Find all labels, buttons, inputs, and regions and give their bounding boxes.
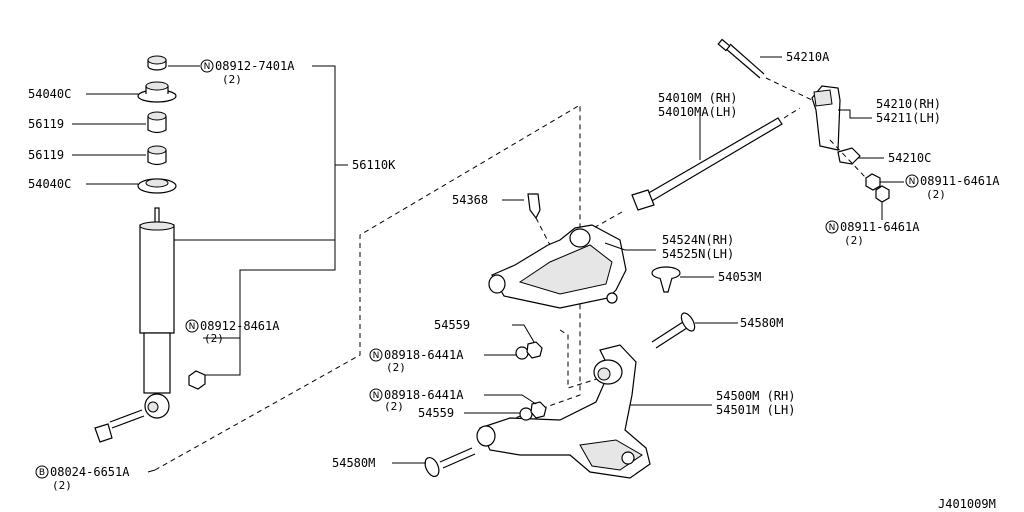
callout-08918-6441A-lower: N 08918-6441A (2) [369,388,464,413]
callout-08912-8461A: N 08912-8461A (2) [185,319,280,345]
quantity: (2) [204,332,224,345]
label-54368: 54368 [452,193,488,207]
part-number: 08024-6651A [50,465,130,479]
label-56119-lower: 56119 [28,148,64,162]
label-54210-rh: 54210(RH) [876,97,941,111]
part-number: 08912-7401A [215,59,295,73]
callout-08024-6651A: B 08024-6651A (2) [35,465,130,492]
quantity: (2) [926,188,946,201]
label-54559-lower: 54559 [418,406,454,420]
bushing-upper-part [147,111,167,134]
dashed-boundary [154,104,601,471]
mount-lower-part [137,178,177,194]
shock-absorber-part [139,207,175,419]
upper-arm-part [488,224,656,309]
shock-absorber-group [94,55,206,443]
callout-08918-6441A-upper: N 08918-6441A (2) [369,348,464,374]
diagram-id: J401009M [938,497,996,511]
label-54010MA-lh: 54010MA(LH) [658,105,737,119]
callout-prefix: N [373,391,380,401]
lower-bolt-part [94,409,145,443]
label-54211-lh: 54211(LH) [876,111,941,125]
lower-arm-part [476,344,712,479]
nut-washer-lower-part [464,394,547,421]
shock-leader-lines [72,65,348,376]
label-54525N-lh: 54525N(LH) [662,247,734,261]
part-number: 08912-8461A [200,319,280,333]
nut-washer-upper-part [484,324,543,360]
label-54559-upper: 54559 [434,318,470,332]
quantity: (2) [386,361,406,374]
bolt-54580M-lower-part [392,447,476,478]
label-54040C-upper: 54040C [28,87,71,101]
callout-prefix: N [373,351,380,361]
bolt-54580M-upper-part [651,312,738,349]
part-number: 08911-6461A [920,174,1000,188]
label-54580M-lower: 54580M [332,456,375,470]
callout-prefix: N [189,322,196,332]
callout-prefix: N [204,62,211,72]
quantity: (2) [222,73,242,86]
label-54053M: 54053M [718,270,761,284]
label-56119-upper: 56119 [28,117,64,131]
callout-prefix: B [39,468,45,478]
part-number: 08911-6461A [840,220,920,234]
label-54210A: 54210A [786,50,830,64]
label-54010M-rh: 54010M (RH) [658,91,737,105]
label-54524N-rh: 54524N(RH) [662,233,734,247]
quantity: (2) [52,479,72,492]
quantity: (2) [844,234,864,247]
callout-08912-7401A: N 08912-7401A (2) [200,59,295,86]
quantity: (2) [384,400,404,413]
label-54500M-rh: 54500M (RH) [716,389,795,403]
bracket-group [811,85,904,220]
callout-prefix: N [829,223,836,233]
shaft-group [589,38,813,231]
mount-upper-part [137,81,177,103]
label-56110K: 56110K [352,158,396,172]
bushing-lower-part [147,145,167,166]
top-nut-part [147,55,167,71]
label-54210C: 54210C [888,151,931,165]
part-number: 08918-6441A [384,388,464,402]
part-number: 08918-6441A [384,348,464,362]
bolt-54368-part [502,193,551,246]
label-54501M-lh: 54501M (LH) [716,403,795,417]
callout-prefix: N [909,177,916,187]
callout-08911-6461A-lower: N 08911-6461A (2) [825,220,920,247]
label-54040C-lower: 54040C [28,177,71,191]
bump-stopper-part [651,266,714,293]
callout-08911-6461A-upper: N 08911-6461A (2) [905,174,1000,201]
label-54580M-upper: 54580M [740,316,783,330]
mid-nut-part [188,370,206,390]
